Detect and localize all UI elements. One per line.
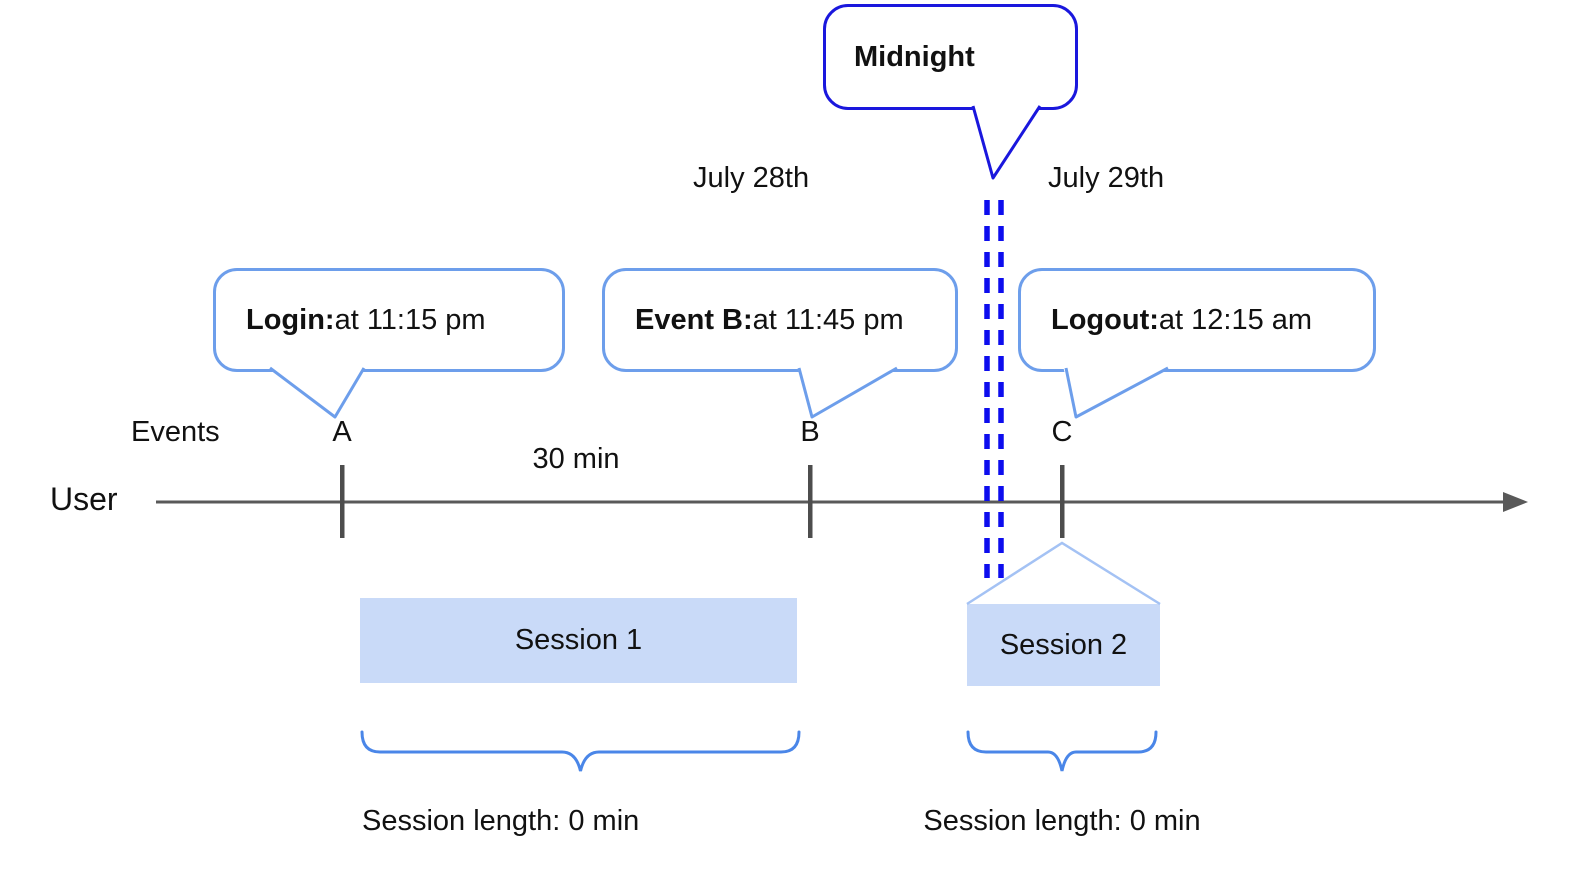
session-2-box: Session 2 (967, 604, 1160, 686)
session-2-length-label: Session length: 0 min (923, 805, 1201, 837)
event-b-callout: Event B: at 11:45 pm (602, 268, 958, 372)
midnight-label: Midnight (854, 40, 975, 73)
session-1-brace (360, 730, 801, 772)
login-callout-tail (269, 366, 366, 419)
session-2-label: Session 2 (999, 628, 1128, 661)
login-callout-time: at 11:15 pm (334, 303, 486, 336)
session-2-brace (966, 730, 1158, 772)
login-callout: Login: at 11:15 pm (213, 268, 565, 372)
tick-b (808, 465, 813, 538)
midnight-callout-tail (971, 105, 1042, 180)
logout-callout: Logout: at 12:15 am (1018, 268, 1376, 372)
date-after-midnight: July 29th (1048, 162, 1165, 194)
login-callout-tail-fill (268, 366, 366, 419)
marker-a-label: A (332, 416, 352, 448)
event-b-callout-time: at 11:45 pm (752, 303, 904, 336)
tick-a (340, 465, 345, 538)
logout-callout-title: Logout: (1051, 303, 1159, 336)
event-b-callout-tail-fill (797, 366, 900, 419)
session-1-length-label: Session length: 0 min (362, 805, 640, 837)
interval-label: 30 min (532, 443, 620, 475)
timeline-arrowhead (1503, 492, 1528, 512)
marker-b-label: B (800, 416, 820, 448)
midnight-callout-tail-fill (971, 104, 1042, 180)
session-1-box: Session 1 (360, 598, 797, 683)
marker-c-label: C (1051, 416, 1073, 448)
logout-callout-tail-fill (1063, 366, 1171, 419)
events-row-label: Events (131, 416, 220, 448)
session-1-label: Session 1 (514, 624, 643, 656)
logout-callout-time: at 12:15 am (1158, 303, 1313, 336)
login-callout-title: Login: (246, 303, 335, 336)
date-before-midnight: July 28th (693, 162, 810, 194)
midnight-callout: Midnight (823, 4, 1078, 110)
logout-callout-tail (1064, 366, 1169, 419)
session-2-funnel-lines (966, 541, 1161, 606)
event-b-callout-tail (797, 366, 898, 419)
event-b-callout-title: Event B: (635, 303, 753, 336)
tick-c (1060, 465, 1065, 538)
user-axis-label: User (50, 481, 118, 517)
